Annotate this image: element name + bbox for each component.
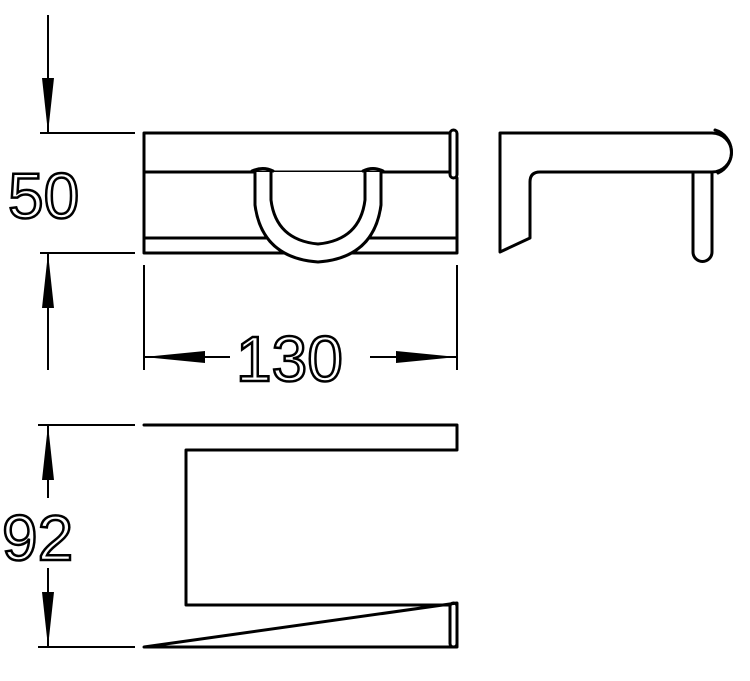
arrowhead: [42, 592, 54, 647]
arrowhead: [144, 351, 205, 363]
u-handle: [253, 172, 383, 264]
dimension-label-50: 50: [8, 160, 79, 232]
end-cap: [448, 601, 459, 649]
side-view: [498, 128, 733, 263]
dimension-label-130: 130: [236, 323, 343, 395]
arrowhead: [42, 78, 54, 133]
arrowhead: [396, 351, 457, 363]
dimension-width: 130: [143, 265, 458, 396]
dimension-label-92: 92: [2, 502, 73, 574]
top-view: [142, 423, 459, 649]
end-cap: [448, 128, 459, 180]
arrowhead: [42, 425, 54, 480]
front-view: [142, 128, 459, 264]
arrowhead: [42, 253, 54, 308]
dimension-depth: 92: [1, 424, 135, 648]
dimension-height: 50: [7, 15, 135, 370]
